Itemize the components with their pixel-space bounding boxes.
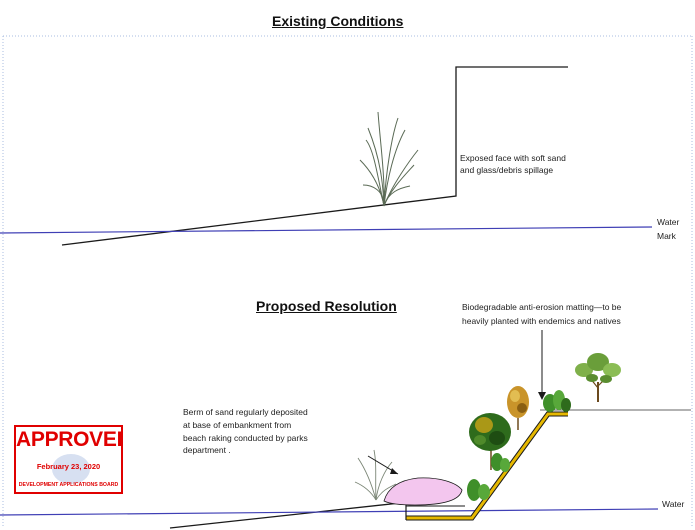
berm-leader-arrowhead xyxy=(390,468,398,474)
water-mark-label-line-2: Mark xyxy=(657,231,676,242)
board-seal-icon xyxy=(52,454,90,484)
matting-note-line-1: Biodegradable anti-erosion matting—to be xyxy=(462,302,622,312)
exposed-face-note: Exposed face with soft sand and glass/de… xyxy=(460,152,566,177)
proposed-resolution-title: Proposed Resolution xyxy=(256,298,397,314)
berm-note-line-3: beach raking conducted by parks xyxy=(183,432,308,443)
water-mark-label-line-1: Water xyxy=(657,217,680,227)
existing-shrub-icon xyxy=(359,111,419,207)
exposed-face-note-line-2: and glass/debris spillage xyxy=(460,165,554,176)
stamp-board: DEVELOPMENT APPLICATIONS BOARD xyxy=(18,482,119,488)
matting-note-line-2: heavily planted with endemics and native… xyxy=(462,316,621,327)
berm-note: Berm of sand regularly deposited at base… xyxy=(183,406,308,457)
matting-leader-arrowhead xyxy=(538,392,546,400)
existing-water-line xyxy=(0,226,653,234)
berm-note-line-1: Berm of sand regularly deposited xyxy=(183,407,308,417)
existing-terrain-profile xyxy=(61,66,568,246)
crest-shrub-icon xyxy=(543,390,571,412)
slope-shrub-mid-icon xyxy=(491,453,510,472)
sand-berm xyxy=(383,477,463,506)
existing-water-mark-label: Water Mark xyxy=(657,215,679,244)
stamp-status: APPROVED xyxy=(16,428,123,451)
stamp-date: February 23, 2020 xyxy=(36,462,101,471)
approval-stamp: APPROVED February 23, 2020 DEVELOPMENT A… xyxy=(14,425,123,494)
slope-shrub-low-icon xyxy=(467,479,490,501)
slope-tree-icon xyxy=(469,413,511,470)
existing-conditions-title: Existing Conditions xyxy=(272,13,404,29)
anti-erosion-matting xyxy=(406,412,568,520)
matting-note: Biodegradable anti-erosion matting—to be… xyxy=(462,300,621,329)
berm-shrub-icon xyxy=(354,449,397,501)
proposed-water-mark-label: Water xyxy=(662,499,685,509)
crest-tree-icon xyxy=(575,353,621,402)
proposed-water-line xyxy=(0,508,659,516)
exposed-face-note-line-1: Exposed face with soft sand xyxy=(460,153,566,163)
berm-note-line-2: at base of embankment from xyxy=(183,419,292,430)
slope-flowering-tree-icon xyxy=(507,386,529,430)
berm-note-line-4: department . xyxy=(183,445,231,456)
